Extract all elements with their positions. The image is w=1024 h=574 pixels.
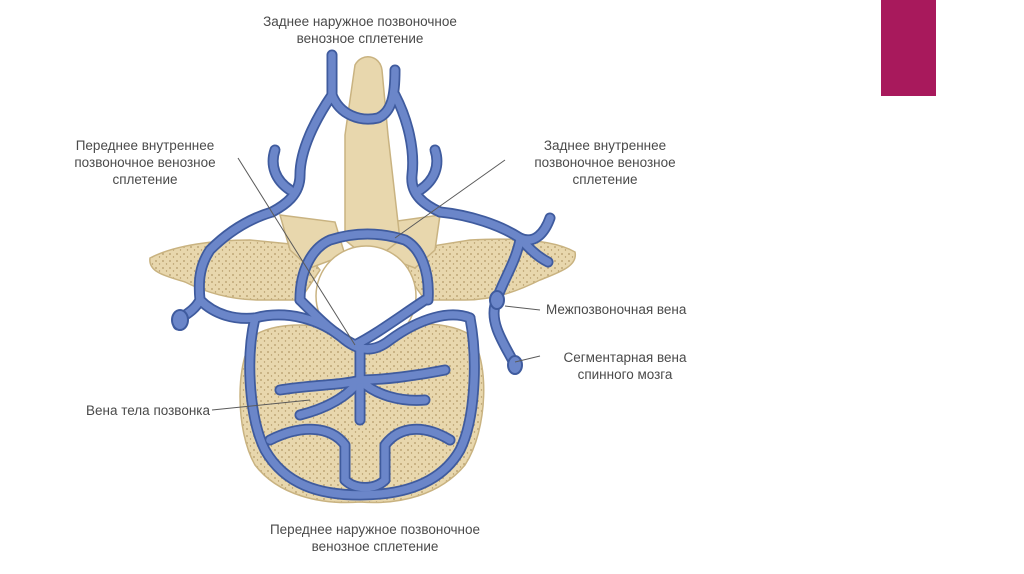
- label-line: венозное сплетение: [296, 31, 424, 46]
- leader-anterior-internal: [237, 157, 356, 346]
- label-anterior-internal-plexus: Переднее внутреннее позвоночное венозное…: [50, 137, 240, 188]
- accent-bar: [881, 0, 936, 96]
- label-posterior-internal-plexus: Заднее внутреннее позвоночное венозное с…: [505, 137, 705, 188]
- label-line: сплетение: [572, 172, 638, 187]
- leader-lines: [211, 157, 541, 411]
- label-basivertebral-vein: Вена тела позвонка: [30, 402, 210, 419]
- left-lamina: [278, 214, 346, 269]
- label-line: Заднее внутреннее: [543, 138, 667, 153]
- venous-plexus: [171, 49, 556, 501]
- leader-intervertebral: [504, 305, 541, 311]
- label-line: позвоночное венозное: [74, 155, 216, 170]
- label-line: венозное сплетение: [311, 539, 439, 554]
- label-posterior-external-plexus: Заднее наружное позвоночное венозное спл…: [225, 13, 495, 47]
- label-line: позвоночное венозное: [534, 155, 676, 170]
- leader-posterior-internal: [394, 159, 506, 239]
- label-line: Межпозвоночная вена: [546, 302, 687, 317]
- leader-segmental: [514, 355, 541, 363]
- label-line: Переднее внутреннее: [75, 138, 215, 153]
- label-line: Вена тела позвонка: [85, 403, 210, 418]
- label-line: сплетение: [112, 172, 178, 187]
- leader-basivertebral: [211, 399, 311, 411]
- label-line: Сегментарная вена: [563, 350, 687, 365]
- left-transverse-process: [149, 239, 321, 301]
- left-vein-stump: [171, 309, 189, 331]
- label-intervertebral-vein: Межпозвоночная вена: [546, 301, 686, 318]
- label-segmental-vein: Сегментарная вена спинного мозга: [540, 349, 710, 383]
- label-line: Заднее наружное позвоночное: [263, 14, 457, 29]
- label-line: Переднее наружное позвоночное: [269, 522, 481, 537]
- label-line: спинного мозга: [577, 367, 673, 382]
- label-anterior-external-plexus: Переднее наружное позвоночное венозное с…: [225, 521, 525, 555]
- segmental-vein-stump: [507, 355, 523, 375]
- right-vein-stump: [489, 290, 505, 310]
